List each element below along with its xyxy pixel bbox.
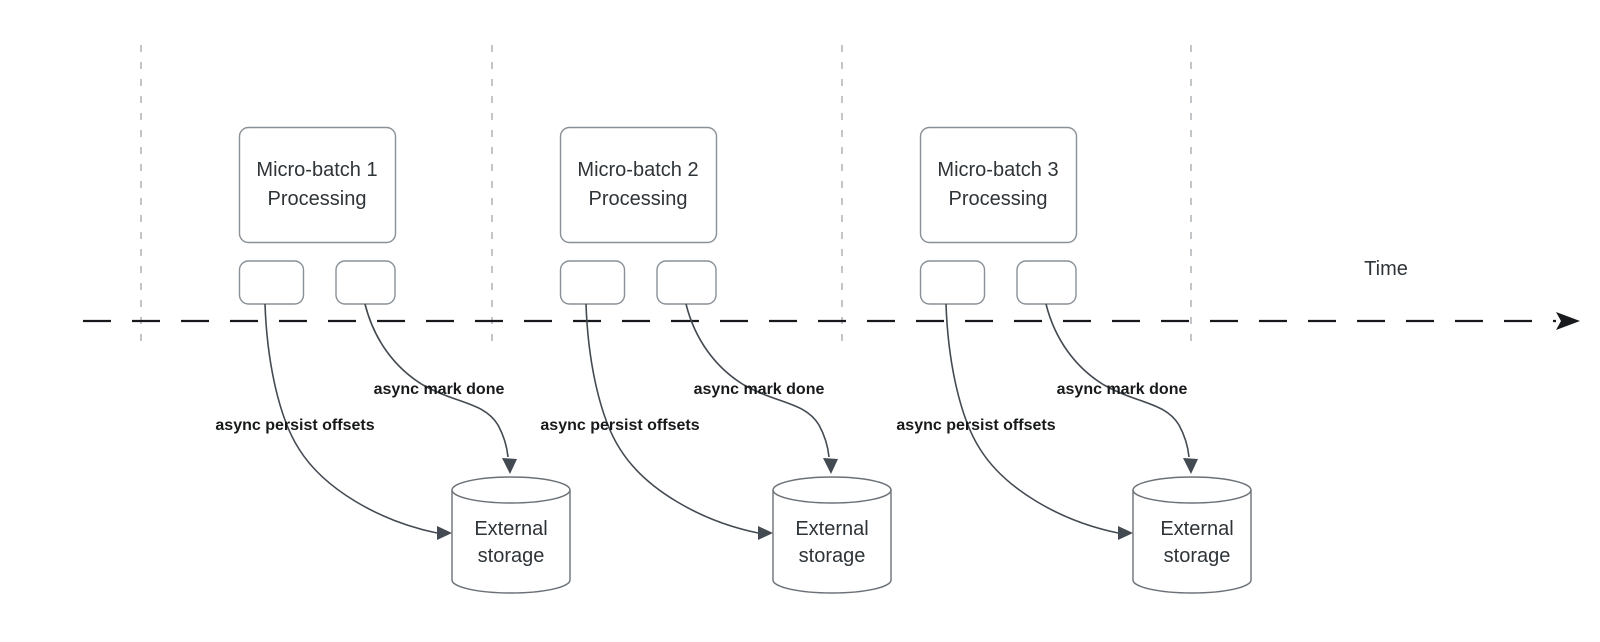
micro-batch-group xyxy=(559,126,892,594)
micro-batch-group xyxy=(919,126,1252,594)
external-storage-cylinder-rim xyxy=(1132,489,1252,504)
small-box-left xyxy=(919,260,986,305)
processing-box xyxy=(919,126,1078,244)
mark-done-curve xyxy=(364,303,509,458)
persist-offsets-curve xyxy=(585,303,759,534)
mark-done-curve xyxy=(1045,303,1190,458)
mark-done-arrowhead xyxy=(502,458,517,474)
persist-offsets-curve xyxy=(945,303,1119,534)
persist-offsets-arrowhead xyxy=(1118,526,1133,540)
mark-done-arrowhead xyxy=(1183,458,1198,474)
persist-offsets-curve xyxy=(264,303,438,534)
processing-box xyxy=(559,126,718,244)
small-box-right xyxy=(1016,260,1077,305)
small-box-left xyxy=(238,260,305,305)
mark-done-curve xyxy=(685,303,830,458)
time-axis-arrowhead xyxy=(1556,312,1580,330)
small-box-right xyxy=(656,260,717,305)
external-storage-cylinder-rim xyxy=(772,489,892,504)
external-storage-cylinder xyxy=(1132,476,1252,594)
mark-done-arrowhead xyxy=(823,458,838,474)
micro-batch-group xyxy=(238,126,571,594)
small-box-left xyxy=(559,260,626,305)
persist-offsets-arrowhead xyxy=(758,526,773,540)
persist-offsets-arrowhead xyxy=(437,526,452,540)
external-storage-cylinder-rim xyxy=(451,489,571,504)
external-storage-cylinder xyxy=(772,476,892,594)
small-box-right xyxy=(335,260,396,305)
processing-box xyxy=(238,126,397,244)
external-storage-cylinder xyxy=(451,476,571,594)
